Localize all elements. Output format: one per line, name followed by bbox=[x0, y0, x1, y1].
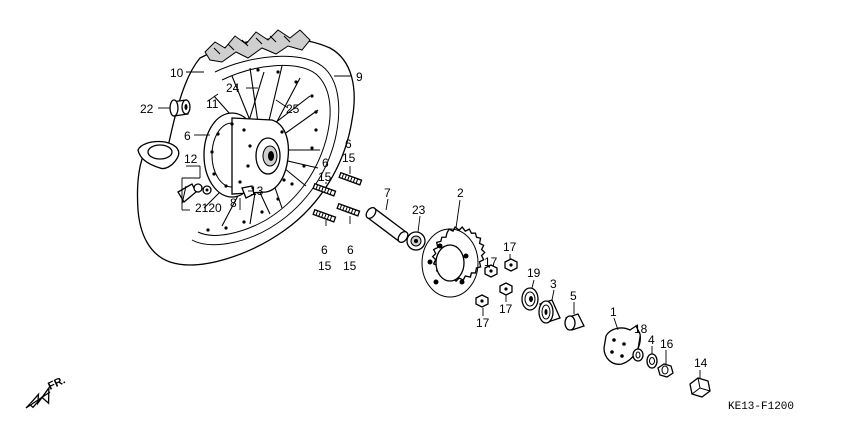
label-24: 24 bbox=[226, 81, 240, 95]
collar-5 bbox=[564, 313, 585, 331]
label-12: 12 bbox=[184, 152, 198, 166]
label-14: 14 bbox=[694, 356, 708, 370]
dust-seal-23 bbox=[406, 231, 426, 251]
label-6-bottom-left: 6 bbox=[321, 243, 328, 257]
label-15-top: 15 bbox=[342, 151, 356, 165]
label-1: 1 bbox=[610, 305, 617, 319]
label-9: 9 bbox=[356, 70, 363, 84]
label-16: 16 bbox=[660, 337, 674, 351]
stud-bolts bbox=[312, 171, 363, 223]
label-6-top: 6 bbox=[345, 137, 352, 151]
label-23: 23 bbox=[412, 203, 426, 217]
label-6-hub: 6 bbox=[184, 129, 191, 143]
label-17-bottom: 17 bbox=[499, 302, 513, 316]
bearing-3 bbox=[538, 299, 561, 324]
diagram-code: KE13-F1200 bbox=[728, 401, 794, 413]
label-10: 10 bbox=[170, 66, 184, 80]
label-15-bottom-left: 15 bbox=[318, 259, 332, 273]
dust-seal-19 bbox=[521, 287, 539, 311]
label-17-left: 17 bbox=[484, 255, 498, 269]
label-4: 4 bbox=[648, 333, 655, 347]
label-19: 19 bbox=[527, 266, 541, 280]
front-direction-label: FR. bbox=[46, 374, 67, 392]
rear-hub bbox=[203, 112, 290, 198]
label-6-bottom-right: 6 bbox=[347, 243, 354, 257]
label-11: 11 bbox=[206, 97, 219, 111]
label-13: 13 bbox=[250, 184, 264, 198]
label-5: 5 bbox=[570, 289, 577, 303]
label-7: 7 bbox=[384, 186, 391, 200]
washer-18 bbox=[632, 348, 644, 362]
front-direction-arrow: FR. bbox=[25, 374, 67, 409]
label-2120: 2120 bbox=[195, 201, 222, 215]
label-3: 3 bbox=[550, 277, 557, 291]
part-labels: 10 9 22 11 24 25 6 12 13 2120 8 6 15 6 1… bbox=[140, 66, 708, 370]
tire-tread bbox=[204, 29, 311, 63]
cap-nut-14 bbox=[689, 377, 711, 398]
driven-sprocket-2 bbox=[421, 226, 486, 298]
label-6-mid: 6 bbox=[322, 156, 329, 170]
label-17-bottom-left: 17 bbox=[476, 316, 490, 330]
label-18: 18 bbox=[634, 322, 648, 336]
label-25: 25 bbox=[286, 102, 300, 116]
valve-cap bbox=[241, 185, 255, 199]
distance-collar-7 bbox=[365, 206, 409, 244]
label-15-mid: 15 bbox=[318, 170, 332, 184]
label-8: 8 bbox=[230, 196, 237, 210]
label-17-top: 17 bbox=[503, 240, 517, 254]
rim-lock-assembly bbox=[177, 183, 212, 205]
label-22: 22 bbox=[140, 102, 154, 116]
wheel-bearing-22 bbox=[169, 99, 191, 117]
label-2: 2 bbox=[457, 186, 464, 200]
axle-nut-16 bbox=[657, 363, 674, 378]
label-15-bottom-right: 15 bbox=[343, 259, 357, 273]
washer-4 bbox=[646, 353, 658, 369]
sprocket-nuts-17 bbox=[475, 258, 518, 308]
leader-lines bbox=[158, 71, 701, 378]
